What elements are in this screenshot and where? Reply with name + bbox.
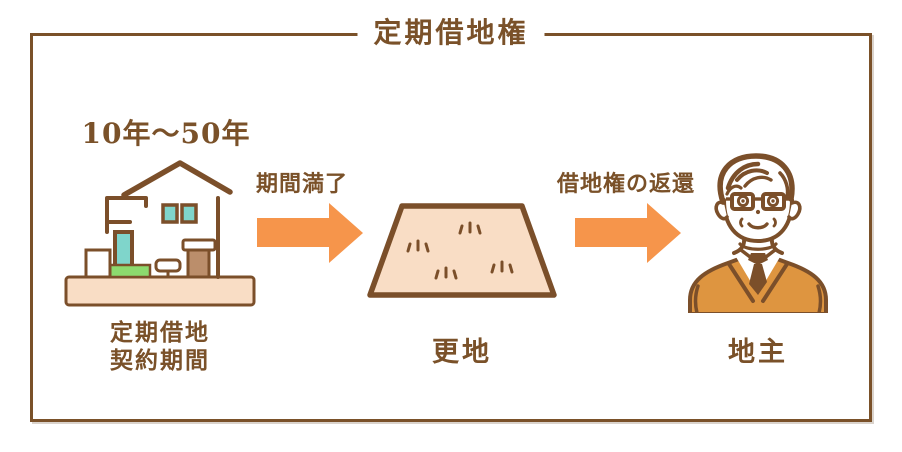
cheek-line-right [772, 217, 777, 228]
tie-blade [749, 264, 767, 295]
house-label-line1: 定期借地 [110, 319, 210, 346]
arrow1-label: 期間満了 [255, 171, 348, 197]
landowner-label: 地主 [728, 337, 788, 368]
arm-crease-right [816, 284, 823, 313]
neck-collar-line [738, 242, 778, 251]
ear-left [714, 200, 729, 221]
hair [717, 153, 795, 205]
ear-right [787, 200, 802, 221]
vest-trim-right [761, 262, 789, 303]
arm-crease-left [693, 284, 700, 313]
house-annex [105, 196, 148, 234]
window-right [180, 203, 198, 224]
land-slab [64, 275, 256, 307]
arrow-right-icon [575, 203, 681, 263]
vacant-land-icon [367, 203, 557, 298]
storage-box [84, 248, 112, 279]
mouth [747, 222, 769, 230]
house-roof [121, 160, 233, 198]
entrance-door [186, 248, 211, 279]
vest-trim-left [727, 262, 755, 303]
jaw-outline [722, 198, 794, 244]
arrow2-label: 借地権の返還 [556, 171, 695, 197]
nose [755, 209, 761, 215]
cheek-line-left [739, 217, 744, 228]
diagram-title: 定期借地権 [357, 17, 545, 49]
glasses [726, 192, 790, 211]
land-trapezoid [367, 203, 557, 298]
vacant-land-label: 更地 [432, 337, 492, 368]
pupil-right [771, 199, 775, 203]
lease-duration-text: 10年～50年 [81, 117, 251, 150]
window-left [161, 203, 179, 224]
grass-tufts [406, 221, 514, 280]
bush [108, 263, 152, 279]
tie-knot [748, 253, 768, 265]
house-label-line2: 契約期間 [110, 347, 210, 374]
mailbox [154, 258, 182, 273]
arrow-right-icon [257, 203, 363, 263]
landowner-icon [688, 153, 828, 313]
pupil-left [741, 199, 745, 203]
house-icon [64, 160, 256, 307]
house-label: 定期借地 契約期間 [60, 319, 260, 375]
